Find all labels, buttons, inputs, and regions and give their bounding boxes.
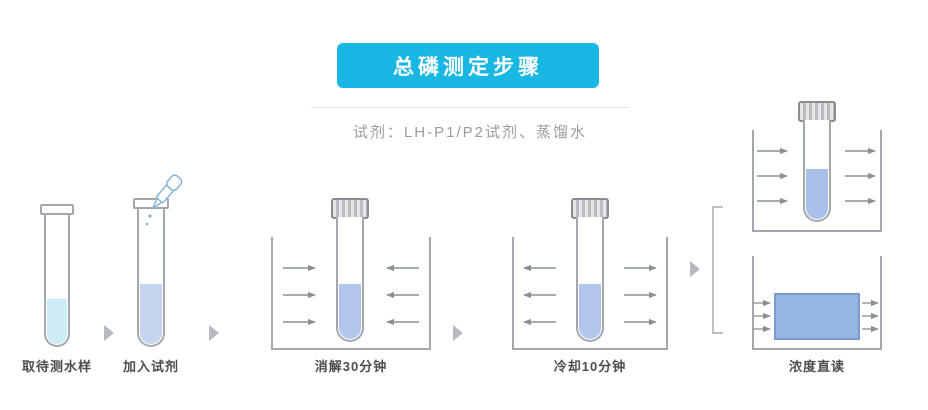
reagent-subtitle: 试剂：LH-P1/P2试剂、蒸馏水 bbox=[352, 124, 588, 141]
divider-line bbox=[311, 107, 629, 108]
sample-tube-icon bbox=[40, 204, 74, 347]
tube-cap-icon bbox=[331, 198, 369, 219]
digestion-tube-icon bbox=[336, 217, 364, 342]
reading-liquid bbox=[806, 169, 828, 219]
title-banner: 总磷测定步骤 bbox=[337, 43, 599, 88]
tube-rim bbox=[40, 204, 74, 215]
step-label-2: 加入试剂 bbox=[122, 359, 179, 374]
step-label-5: 浓度直读 bbox=[788, 359, 845, 374]
sample-liquid bbox=[47, 299, 67, 344]
next-step-arrow-icon bbox=[453, 325, 463, 341]
cuvette-icon bbox=[774, 293, 860, 340]
cooling-tube-icon bbox=[576, 217, 604, 342]
next-step-arrow-icon bbox=[104, 325, 114, 341]
tube-cap-icon bbox=[571, 198, 609, 219]
page-title: 总磷测定步骤 bbox=[393, 55, 543, 79]
tube-rim bbox=[133, 198, 169, 209]
bracket-icon bbox=[712, 206, 723, 334]
cooling-beaker-icon bbox=[512, 237, 668, 350]
reading-chamber-tube-icon bbox=[752, 130, 882, 232]
step-label-1: 取待测水样 bbox=[21, 359, 92, 374]
reagent-tube-icon bbox=[133, 198, 169, 347]
digestion-beaker-icon bbox=[271, 237, 431, 350]
reading-tube-icon bbox=[803, 120, 831, 222]
next-step-arrow-icon bbox=[690, 261, 700, 277]
reagent-liquid bbox=[140, 284, 162, 344]
step-label-3: 消解30分钟 bbox=[314, 359, 388, 374]
digestion-liquid bbox=[339, 284, 361, 339]
tube-cap-icon bbox=[798, 101, 836, 122]
cooling-liquid bbox=[579, 284, 601, 339]
next-step-arrow-icon bbox=[209, 325, 219, 341]
step-label-4: 冷却10分钟 bbox=[553, 359, 627, 374]
